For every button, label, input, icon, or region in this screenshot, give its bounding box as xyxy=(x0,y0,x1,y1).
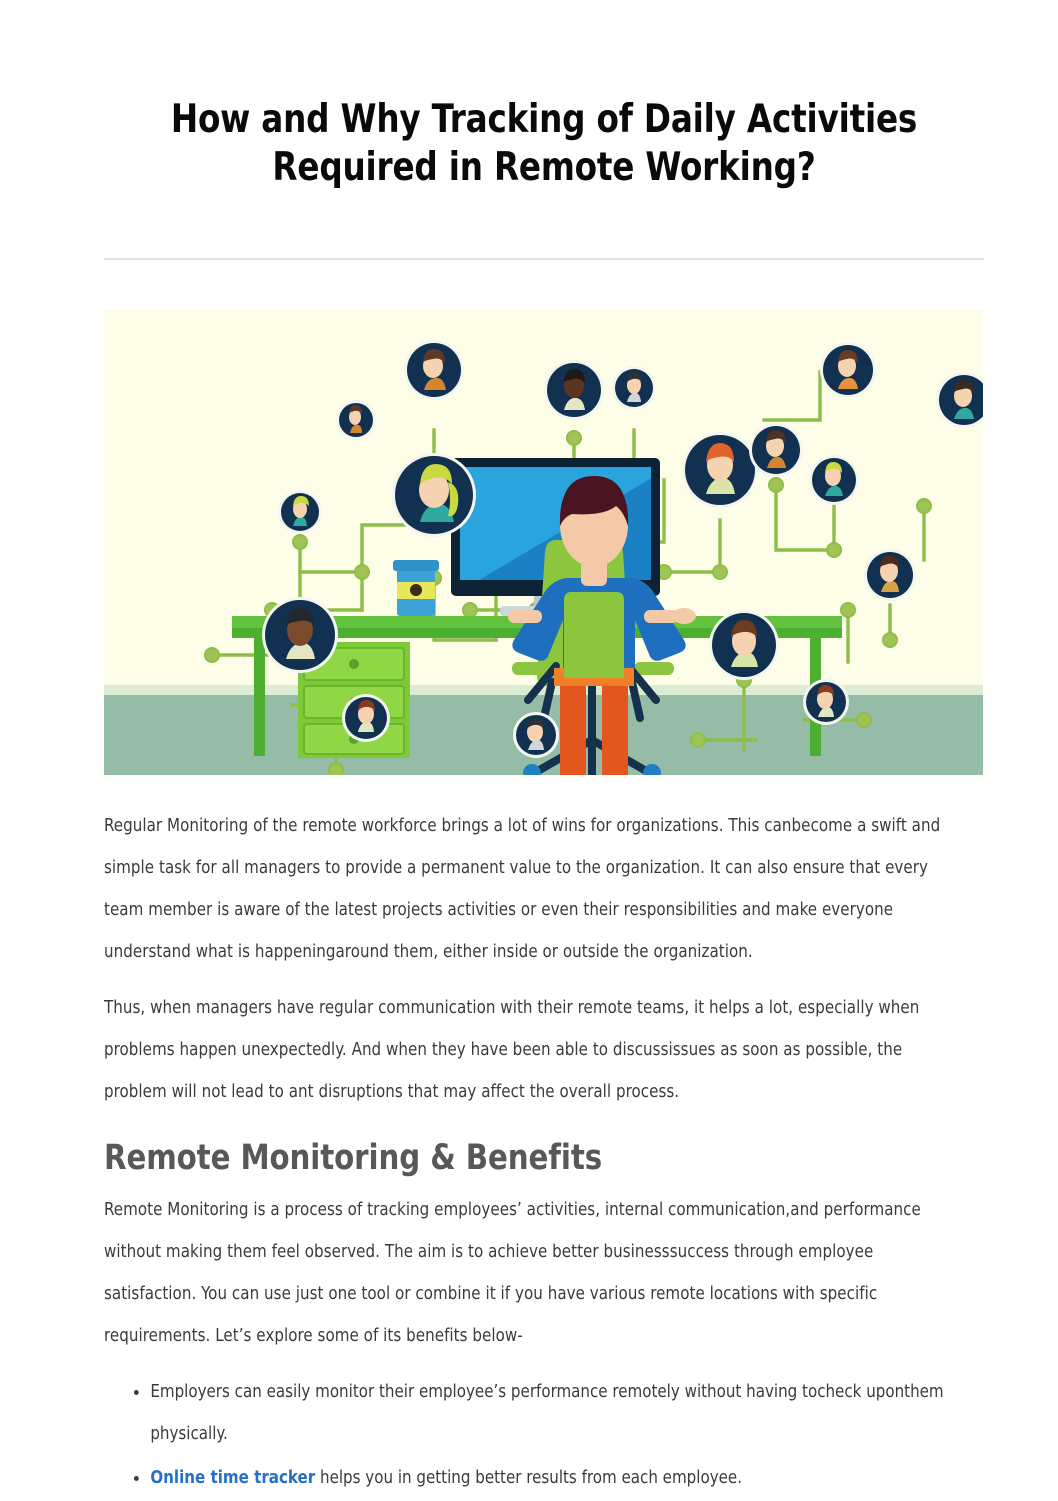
bullet-icon xyxy=(133,1476,139,1481)
title-divider xyxy=(104,258,984,260)
remote-work-network-illustration xyxy=(104,310,983,775)
paragraph-2: Thus, when managers have regular communi… xyxy=(104,998,920,1102)
online-time-tracker-link[interactable]: Online time tracker xyxy=(150,1468,316,1488)
bullet-icon xyxy=(133,1390,139,1395)
list-item-text: helps you in getting better results from… xyxy=(315,1468,743,1488)
paragraph-3: Remote Monitoring is a process of tracki… xyxy=(104,1200,921,1346)
paragraph-1: Regular Monitoring of the remote workfor… xyxy=(104,816,941,962)
page-title: How and Why Tracking of Daily Activities… xyxy=(170,97,918,191)
section-heading-remote-monitoring-benefits: Remote Monitoring & Benefits xyxy=(104,1138,603,1178)
article-body: Regular Monitoring of the remote workfor… xyxy=(104,805,986,1501)
list-item-text: Employers can easily monitor their emplo… xyxy=(150,1382,944,1444)
list-item: Employers can easily monitor their emplo… xyxy=(104,1371,955,1455)
hero-illustration xyxy=(104,310,983,775)
benefits-list: Employers can easily monitor their emplo… xyxy=(104,1371,986,1499)
list-item: Online time tracker helps you in getting… xyxy=(104,1457,955,1499)
